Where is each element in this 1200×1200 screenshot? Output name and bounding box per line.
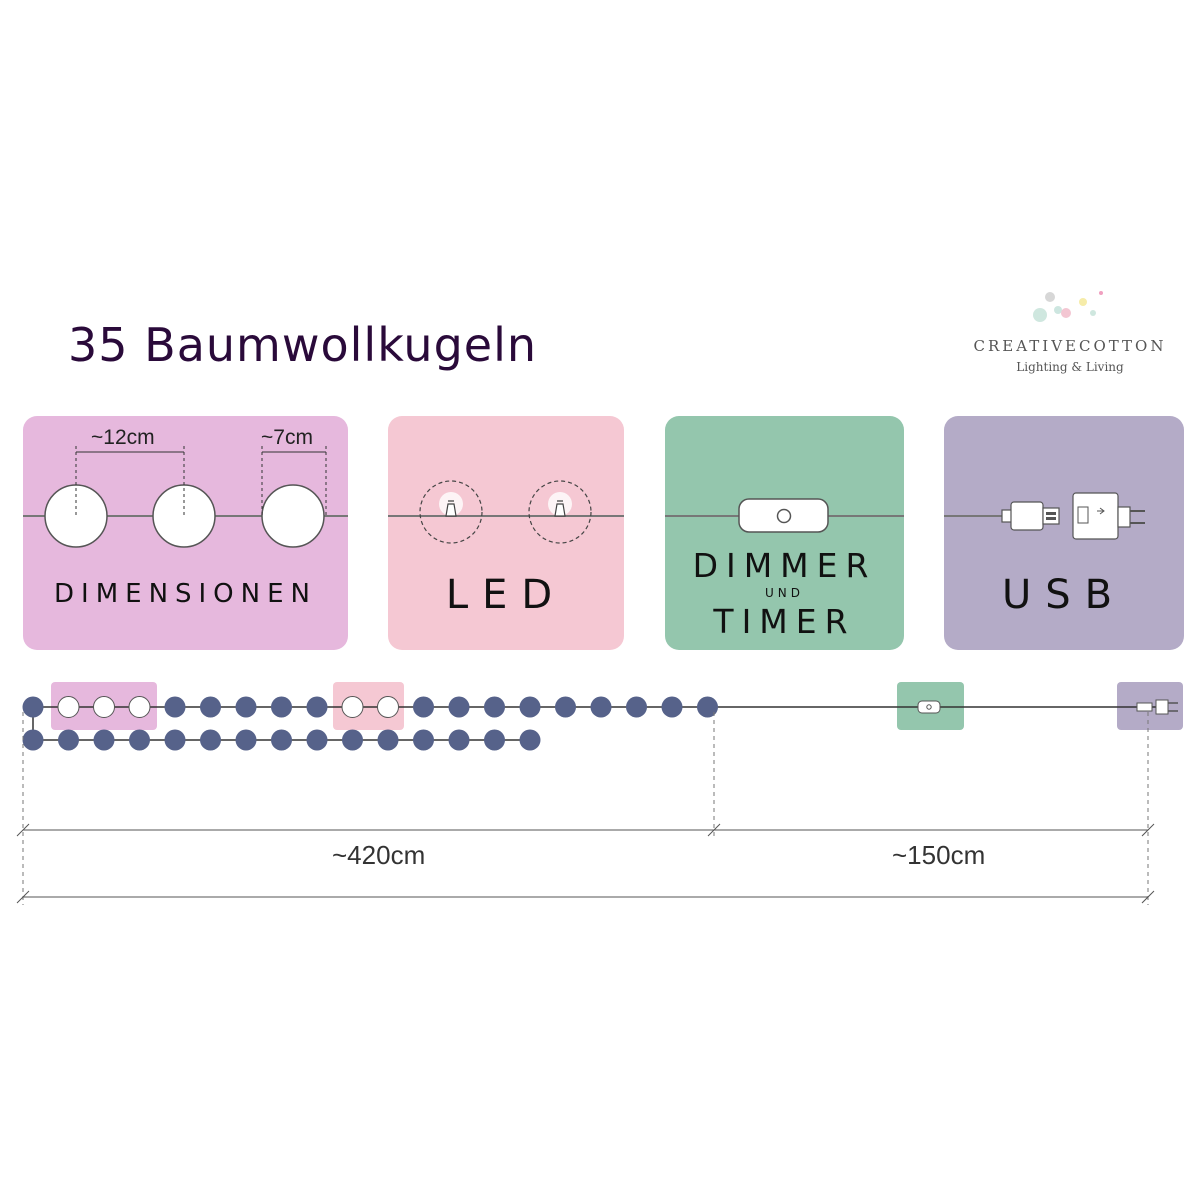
cotton-ball — [413, 729, 434, 751]
cotton-ball — [519, 696, 541, 718]
cotton-ball — [341, 696, 364, 718]
cotton-ball — [93, 696, 115, 718]
dimensions-illustration — [23, 446, 348, 548]
dimensions-label: DIMENSIONEN — [54, 579, 317, 609]
power-adapter-icon — [1072, 492, 1145, 540]
led-illustration — [388, 480, 624, 544]
usb-label: USB — [1001, 572, 1127, 618]
cotton-ball — [448, 696, 470, 718]
cotton-ball — [58, 729, 79, 751]
cotton-ball — [626, 696, 647, 718]
cotton-ball — [519, 729, 541, 751]
cotton-ball — [164, 729, 186, 751]
cotton-ball — [342, 729, 363, 751]
logo-dots-icon — [1033, 291, 1103, 322]
dimmer-label: DIMMER — [692, 546, 877, 585]
cotton-ball — [590, 696, 612, 718]
cotton-ball — [164, 696, 186, 718]
dimmer-illustration — [665, 498, 904, 533]
led-bulb-icon — [528, 480, 592, 544]
cotton-ball — [200, 729, 221, 751]
usb-plug-icon — [1136, 699, 1178, 715]
cotton-ball — [484, 729, 505, 751]
switch-icon — [917, 700, 941, 714]
usb-plug-icon — [1001, 501, 1060, 531]
cotton-ball — [235, 696, 257, 718]
cotton-ball — [697, 696, 718, 718]
lead-length-label: ~150cm — [892, 840, 986, 870]
cotton-ball — [57, 696, 80, 718]
cotton-ball — [306, 696, 328, 718]
led-bulb-icon — [419, 480, 483, 544]
led-highlight — [333, 682, 404, 730]
spacing-label: ~12cm — [91, 426, 155, 449]
cord-length-label: ~420cm — [332, 840, 426, 870]
string-light-diagram — [16, 682, 1183, 905]
cotton-ball — [484, 696, 505, 718]
panel-dimensions: ~12cm ~7cm DIMENSIONEN — [23, 416, 348, 650]
cotton-ball — [235, 729, 257, 751]
led-label: LED — [445, 572, 567, 618]
timer-label: TIMER — [713, 602, 856, 641]
panel-led: LED — [388, 416, 624, 650]
cotton-ball — [306, 729, 328, 751]
cotton-ball — [448, 729, 470, 751]
cotton-ball — [93, 729, 115, 751]
cotton-ball — [200, 696, 221, 718]
panel-dimmer: DIMMER UND TIMER — [665, 416, 904, 650]
brand-name: CREATIVECOTTON — [973, 337, 1167, 355]
cotton-ball — [128, 696, 151, 718]
brand-logo: CREATIVECOTTON Lighting & Living — [960, 285, 1180, 385]
cotton-ball — [377, 696, 399, 718]
cotton-ball — [22, 696, 44, 718]
diameter-label: ~7cm — [261, 426, 313, 449]
page-title: 35 Baumwollkugeln — [68, 318, 538, 372]
cotton-ball — [377, 729, 399, 751]
cotton-ball — [413, 696, 434, 718]
switch-icon — [738, 498, 829, 533]
cotton-ball — [555, 696, 576, 718]
cotton-ball — [129, 729, 150, 751]
cotton-ball — [271, 696, 292, 718]
usb-illustration — [944, 492, 1145, 540]
brand-tagline: Lighting & Living — [1016, 360, 1124, 374]
cotton-ball — [22, 729, 44, 751]
panel-usb: USB — [944, 416, 1184, 650]
und-label: UND — [765, 586, 804, 600]
cotton-ball — [661, 696, 683, 718]
cotton-ball — [271, 729, 292, 751]
